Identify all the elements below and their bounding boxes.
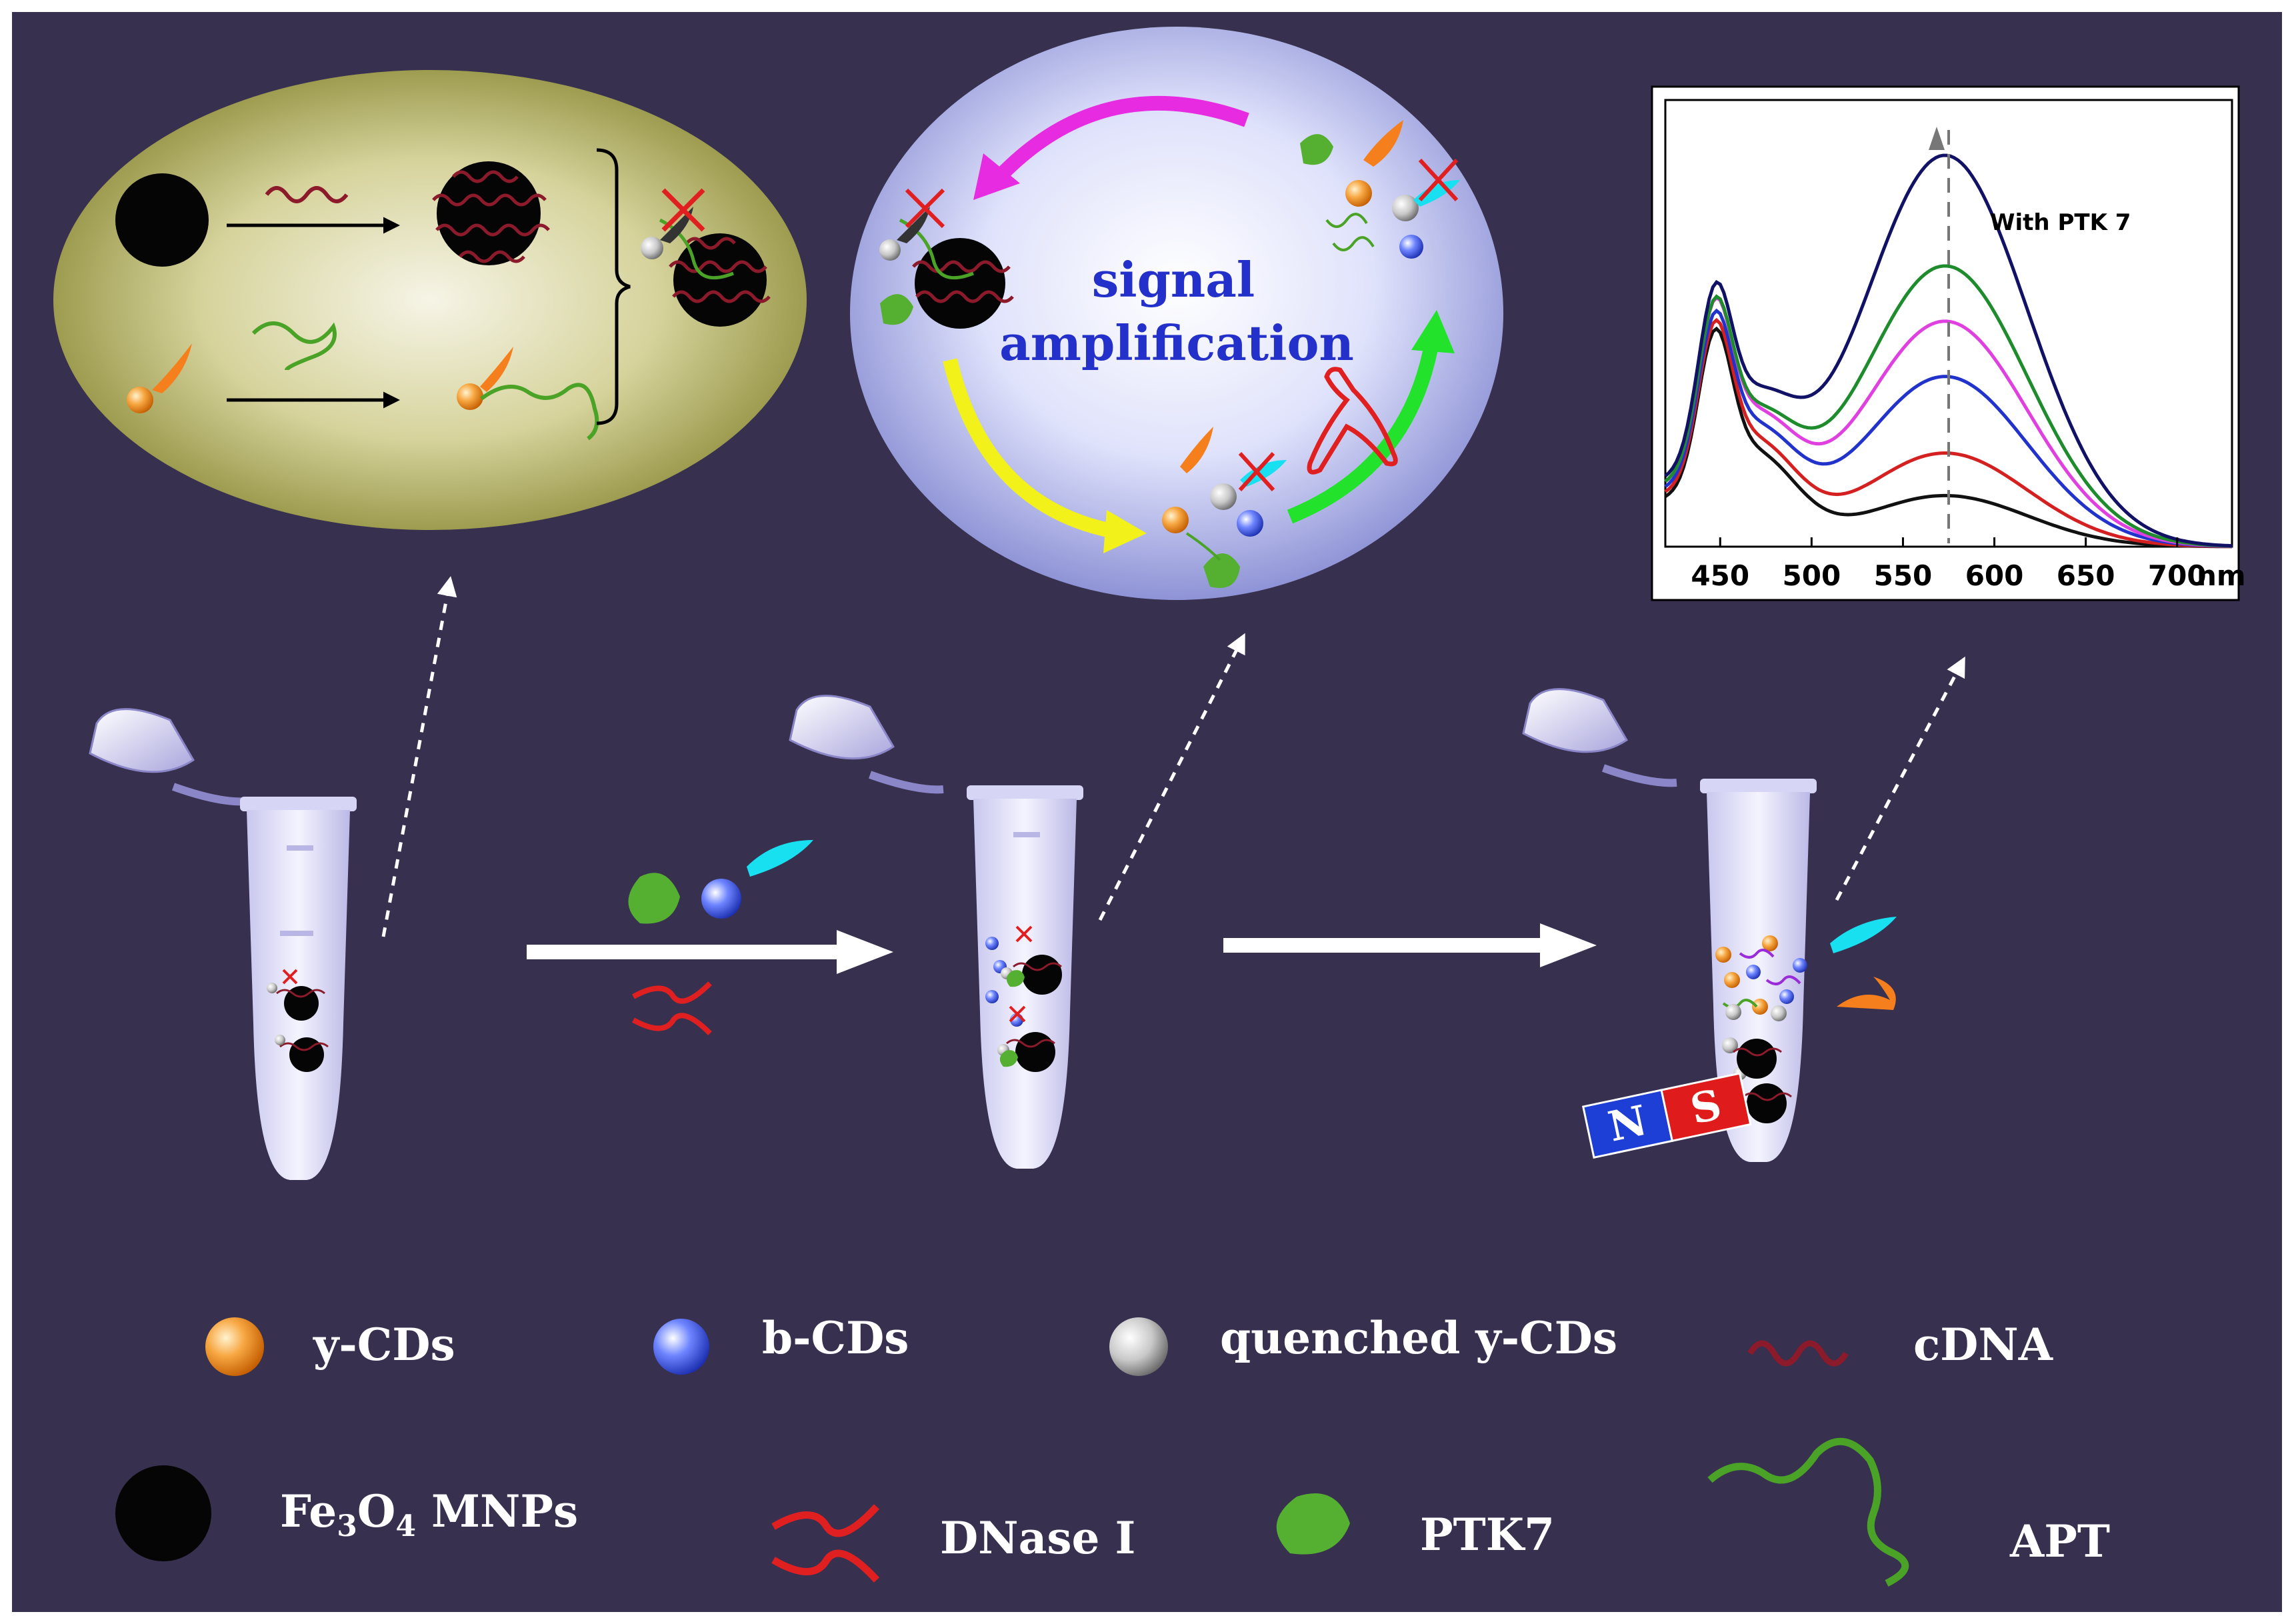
amplification-ellipse: signal amplification bbox=[850, 27, 1503, 600]
legend-dnase-label: DNase I bbox=[940, 1512, 1135, 1564]
x-tick-label: 450 bbox=[1691, 559, 1749, 592]
ptk7-reagent bbox=[628, 873, 680, 924]
legend-apt-icon bbox=[1707, 1437, 1909, 1587]
mnps-o: O bbox=[357, 1485, 396, 1537]
spectrum-series-5 bbox=[1664, 264, 2233, 548]
x-tick-label: 550 bbox=[1874, 559, 1933, 592]
zoom-arrow-3 bbox=[1835, 656, 1965, 901]
x-tick-label: 500 bbox=[1783, 559, 1841, 592]
magenta-arrow bbox=[987, 95, 1249, 189]
complex-left bbox=[879, 188, 1014, 329]
brace bbox=[596, 148, 631, 425]
mnps-sub-4: 4 bbox=[395, 1509, 416, 1543]
apt-strand-bound bbox=[480, 383, 599, 441]
legend-b-cds-label: b-CDs bbox=[762, 1312, 909, 1364]
mnps-tail: MNPs bbox=[416, 1485, 578, 1537]
mnps-sub-3: 3 bbox=[337, 1509, 357, 1543]
center-label-line2: amplification bbox=[999, 315, 1354, 371]
green-arrow bbox=[1287, 332, 1441, 524]
legend-ptk7-label: PTK7 bbox=[1420, 1509, 1555, 1561]
dnase-reagent bbox=[632, 981, 712, 1035]
mnps-fe: Fe bbox=[280, 1485, 337, 1537]
probe-complex bbox=[641, 188, 771, 327]
x-axis-ticks: 450 500 550 600 650 700 bbox=[1691, 537, 2207, 592]
legend-cdna-icon bbox=[1747, 1340, 1849, 1367]
magnet-south bbox=[1660, 1072, 1752, 1143]
tube-2 bbox=[789, 695, 1083, 1169]
conjugation-ellipse bbox=[53, 70, 807, 530]
released-group bbox=[1300, 120, 1460, 259]
tube-3 bbox=[1522, 688, 1817, 1162]
center-label-line1: signal bbox=[1092, 251, 1255, 308]
tube-1 bbox=[89, 708, 357, 1180]
released-b-tag bbox=[1830, 917, 1897, 953]
legend-b-cds-icon bbox=[653, 1319, 709, 1375]
legend-cdna-label: cDNA bbox=[1913, 1319, 2053, 1371]
legend-quenched-label: quenched y-CDs bbox=[1220, 1312, 1617, 1364]
peak-marker-arrow bbox=[1929, 127, 1945, 150]
cleavage-group bbox=[1162, 427, 1287, 588]
zoom-arrow-2 bbox=[1098, 633, 1245, 921]
magnet: N S bbox=[1581, 1072, 1752, 1159]
x-tick-label: 650 bbox=[2057, 559, 2115, 592]
y-cd-dot bbox=[127, 387, 153, 413]
legend: y-CDs b-CDs quenched y-CDs cDNA Fe3O4 MN… bbox=[115, 1312, 2110, 1587]
zoom-arrow-1 bbox=[381, 576, 457, 937]
apt-tag bbox=[152, 343, 192, 393]
yellow-arrow bbox=[943, 358, 1128, 541]
x-tick-label: 700 bbox=[2148, 559, 2207, 592]
chart-annotation: With PTK 7 bbox=[1990, 209, 2131, 236]
legend-apt-label: APT bbox=[2009, 1515, 2110, 1567]
released-y-tag bbox=[1837, 977, 1896, 1010]
x-axis-unit: nm bbox=[2197, 559, 2246, 592]
legend-mnps-icon bbox=[115, 1465, 211, 1561]
x-tick-label: 600 bbox=[1965, 559, 2024, 592]
legend-mnps-label: Fe3O4 MNPs bbox=[280, 1485, 578, 1543]
legend-quenched-icon bbox=[1109, 1317, 1168, 1376]
b-cd-reagent bbox=[701, 879, 741, 919]
legend-ptk7-icon bbox=[1276, 1493, 1350, 1555]
apt-tag-reagent bbox=[747, 840, 813, 877]
apt-strand bbox=[251, 321, 337, 371]
mnp-bare bbox=[115, 173, 209, 267]
legend-dnase-icon bbox=[771, 1504, 880, 1583]
legend-y-cds-icon bbox=[205, 1317, 264, 1376]
legend-y-cds-label: y-CDs bbox=[313, 1319, 455, 1371]
cdna-strand bbox=[265, 186, 349, 203]
spectrum-chart: With PTK 7 450 500 550 600 650 700 nm bbox=[1651, 85, 2246, 601]
y-cd-apt bbox=[457, 383, 483, 410]
spectrum-series-4 bbox=[1664, 295, 2233, 548]
mnp-cdna bbox=[432, 161, 550, 265]
dnase-in-cycle bbox=[1307, 367, 1398, 475]
